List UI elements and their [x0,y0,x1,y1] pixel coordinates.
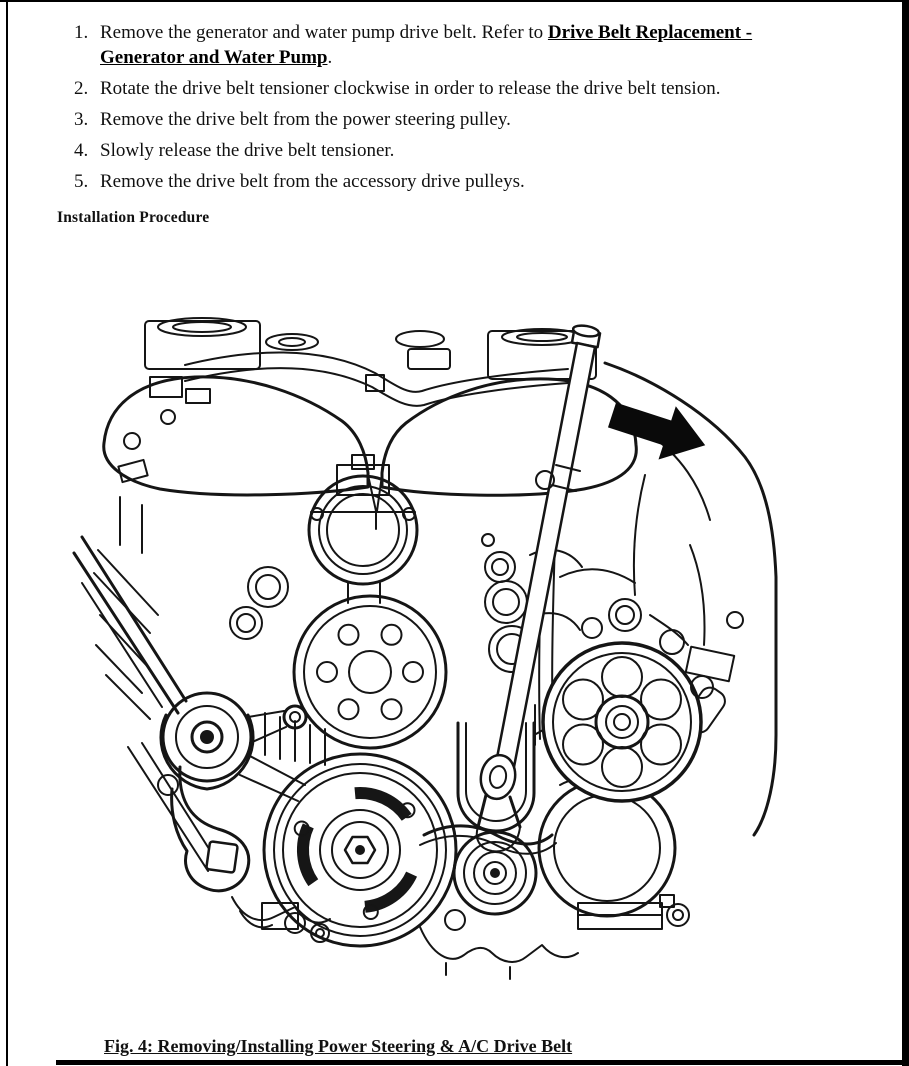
step-number: 3. [74,109,89,130]
figure-caption: Fig. 4: Removing/Installing Power Steeri… [104,1036,573,1056]
step-text: Remove the generator and water pump driv… [100,20,826,70]
direction-arrow [607,402,706,460]
procedure-step: 2. Rotate the drive belt tensioner clock… [74,76,826,101]
procedure-step: 5. Remove the drive belt from the access… [74,169,826,194]
page-border-top [0,0,909,2]
step-text: Rotate the drive belt tensioner clockwis… [100,78,721,99]
section-heading-installation-procedure: Installation Procedure [57,209,210,226]
drive-belt-replacement-link[interactable]: Drive Belt Replacement - Generator and W… [100,22,753,68]
step-text-lead: Remove the generator and water pump driv… [100,22,548,43]
procedure-step: 1. Remove the generator and water pump d… [74,20,826,70]
step-text: Remove the drive belt from the accessory… [100,171,525,192]
left-engine-block-detail [93,376,289,872]
bottom-sketch-lines [231,896,579,980]
step-text: Remove the drive belt from the power ste… [100,109,511,130]
step-number: 4. [74,140,89,161]
ps-pump-bracket [559,568,744,699]
throttle-body [307,454,419,604]
step-number: 2. [74,78,89,99]
figure-image [72,315,778,980]
step-text: Slowly release the drive belt tensioner. [100,140,395,161]
page-border-bottom [56,1060,903,1065]
step-number: 5. [74,171,89,192]
page-border-left [6,0,8,1066]
belt-tensioner [161,691,308,893]
idler-pulley [452,830,538,916]
crankshaft-pulley [264,594,561,766]
step-text-suffix: . [327,47,333,68]
ac-clutch-pulley [262,752,458,948]
engine-diagram [72,317,778,980]
procedure-step: 4. Slowly release the drive belt tension… [74,138,826,163]
engine-top-structure [102,317,638,530]
page-border-right [902,0,909,1066]
breaker-bar-wrench [475,324,602,853]
procedure-steps: 1. Remove the generator and water pump d… [74,20,826,200]
procedure-step: 3. Remove the drive belt from the power … [74,107,826,132]
power-steering-pulley [541,641,703,803]
step-number: 1. [74,22,89,43]
